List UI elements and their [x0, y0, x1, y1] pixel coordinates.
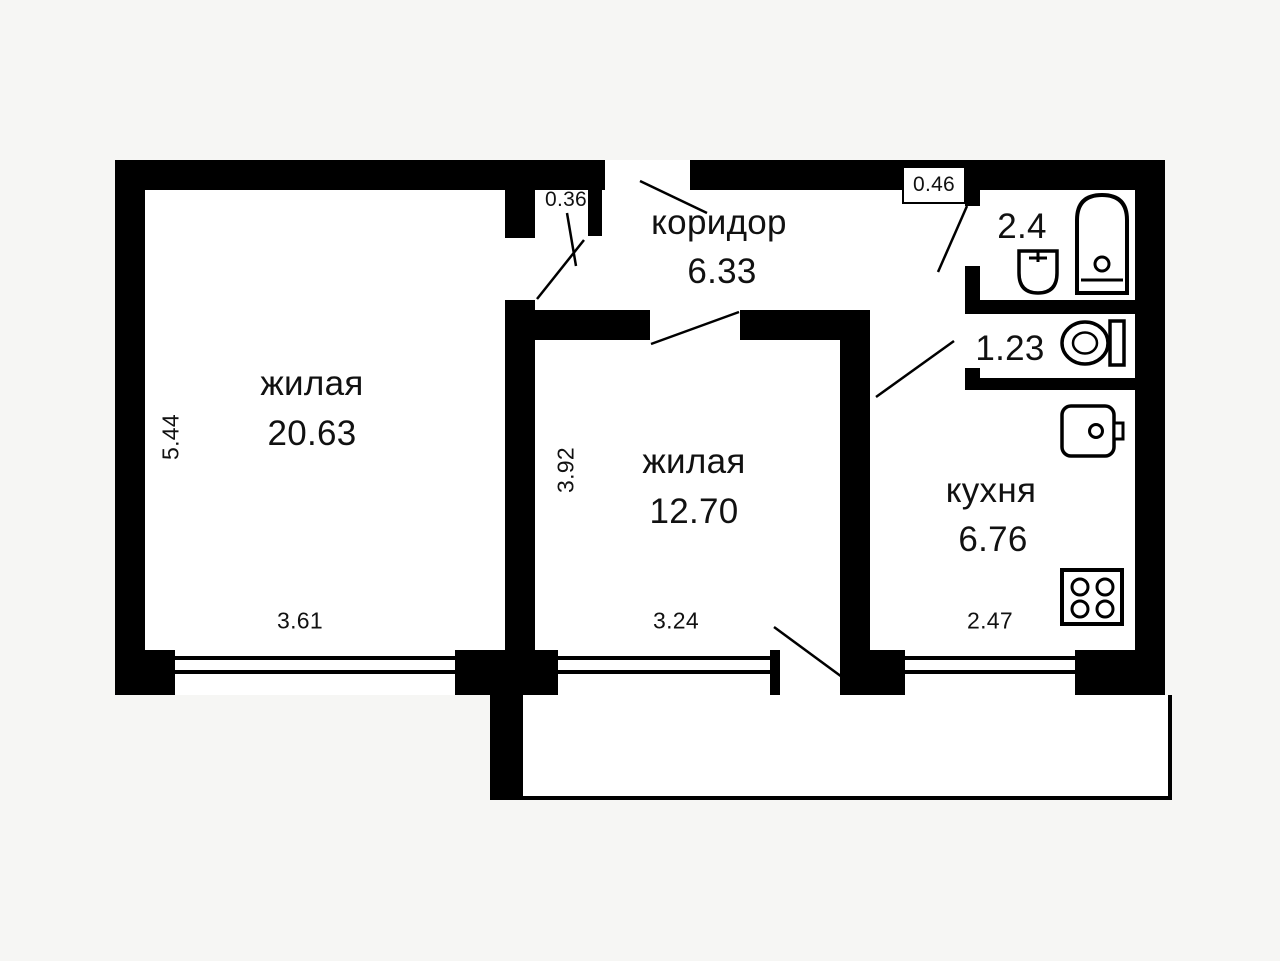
living1-name: жилая — [260, 364, 364, 403]
wall-exterior-right — [1135, 160, 1165, 695]
wall-living2-top-left — [535, 310, 650, 340]
balcony-wall-block — [490, 695, 523, 800]
balcony-floor — [523, 695, 1168, 796]
window-kitchen — [905, 670, 1075, 674]
kitchen-area: 6.76 — [958, 520, 1028, 559]
kitchen-sink-icon — [1058, 402, 1126, 460]
wall-living1-divider — [505, 300, 535, 650]
dim-living2-depth: 3.92 — [552, 447, 579, 493]
dim-niche: 0.46 — [912, 173, 956, 196]
balcony-edge-right — [1168, 695, 1172, 800]
wall-hall-stub — [588, 190, 602, 236]
vent-niche — [902, 166, 966, 204]
apartment-floor — [115, 160, 1165, 695]
wall-bottom-segment — [770, 650, 780, 695]
wall-toilet-bottom — [965, 378, 1135, 390]
corridor-name: коридор — [651, 203, 787, 242]
wall-living2-right — [840, 310, 870, 695]
wall-living2-top-right — [740, 310, 840, 340]
washbasin-icon — [1014, 246, 1062, 298]
dim-hall-nook: 0.36 — [544, 188, 588, 211]
window-living1 — [175, 656, 455, 660]
dim-living1-depth: 5.44 — [157, 414, 184, 460]
corridor-area: 6.33 — [687, 252, 757, 291]
living1-area: 20.63 — [267, 414, 357, 453]
balcony-edge-bottom — [490, 796, 1172, 800]
wall-bottom-segment — [1075, 650, 1165, 695]
wall-living1-divider-top — [505, 190, 535, 238]
wall-bathroom-left-top — [965, 190, 980, 206]
toilet-area: 1.23 — [975, 329, 1045, 368]
window-living1 — [175, 670, 455, 674]
dim-kitchen-width: 2.47 — [967, 607, 1013, 634]
window-living2 — [558, 670, 770, 674]
living2-area: 12.70 — [649, 492, 739, 531]
bathroom-area: 2.4 — [997, 207, 1047, 246]
dim-living2-width: 3.24 — [653, 607, 699, 634]
toilet-icon — [1058, 316, 1128, 370]
dim-living1-width: 3.61 — [277, 607, 323, 634]
wall-bottom-segment — [115, 650, 175, 695]
living2-name: жилая — [642, 442, 746, 481]
wall-exterior-top-left — [115, 160, 605, 190]
stove-icon — [1058, 566, 1126, 628]
wall-exterior-left — [115, 160, 145, 695]
wall-bottom-segment — [455, 650, 558, 695]
window-kitchen — [905, 656, 1075, 660]
bathtub-icon — [1072, 190, 1132, 298]
wall-bathroom-left-bottom — [965, 266, 980, 310]
kitchen-name: кухня — [945, 471, 1037, 510]
wall-bathroom-toilet-divider — [965, 300, 1135, 314]
window-living2 — [558, 656, 770, 660]
